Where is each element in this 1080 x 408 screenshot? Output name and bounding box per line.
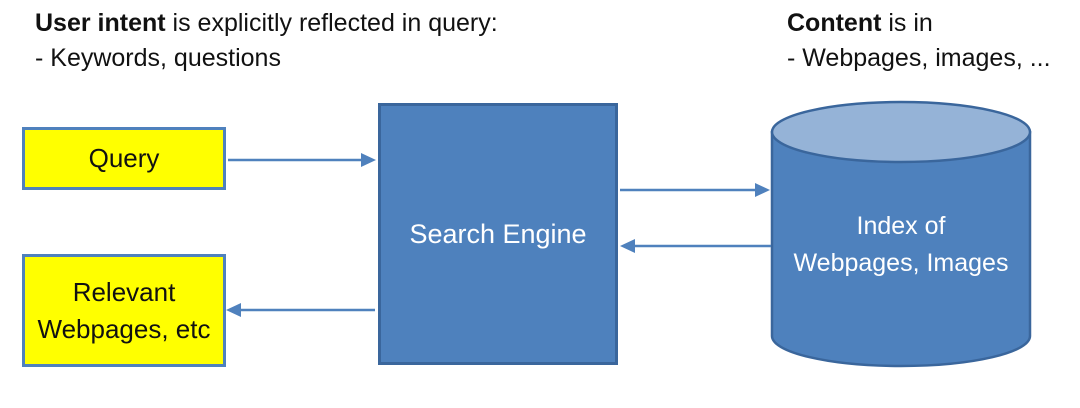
- user-intent-bold: User intent: [35, 9, 166, 37]
- content-line1: Content is in: [787, 6, 1051, 41]
- cylinder-body-shape: [770, 130, 1032, 368]
- content-bold: Content: [787, 9, 882, 37]
- cylinder-top-shape: [770, 100, 1032, 164]
- engine-to-relevant-arrowhead: [226, 303, 241, 317]
- content-line2: - Webpages, images, ...: [787, 44, 1051, 72]
- relevant-label-line2: Webpages, etc: [37, 313, 211, 344]
- user-intent-line2: - Keywords, questions: [35, 44, 281, 72]
- index-to-engine-arrowhead: [620, 239, 635, 253]
- relevant-results-node: Relevant Webpages, etc: [22, 254, 226, 367]
- relevant-label-line1: Relevant: [72, 276, 176, 307]
- index-cylinder: [770, 100, 1032, 368]
- user-intent-annotation: User intent is explicitly reflected in q…: [35, 6, 498, 76]
- index-label: Index of Webpages, Images: [770, 208, 1032, 282]
- user-intent-line1: User intent is explicitly reflected in q…: [35, 6, 498, 41]
- content-annotation: Content is in - Webpages, images, ...: [787, 6, 1051, 76]
- content-rest: is in: [881, 9, 933, 37]
- user-intent-rest: is explicitly reflected in query:: [165, 9, 498, 37]
- engine-to-index-arrowhead: [755, 183, 770, 197]
- index-label-line1: Index of: [856, 212, 946, 240]
- search-engine-node: Search Engine: [378, 103, 618, 365]
- query-to-engine-arrowhead: [361, 153, 376, 167]
- query-node: Query: [22, 127, 226, 190]
- query-label: Query: [88, 143, 160, 173]
- index-label-line2: Webpages, Images: [793, 249, 1009, 277]
- search-engine-label: Search Engine: [409, 218, 587, 249]
